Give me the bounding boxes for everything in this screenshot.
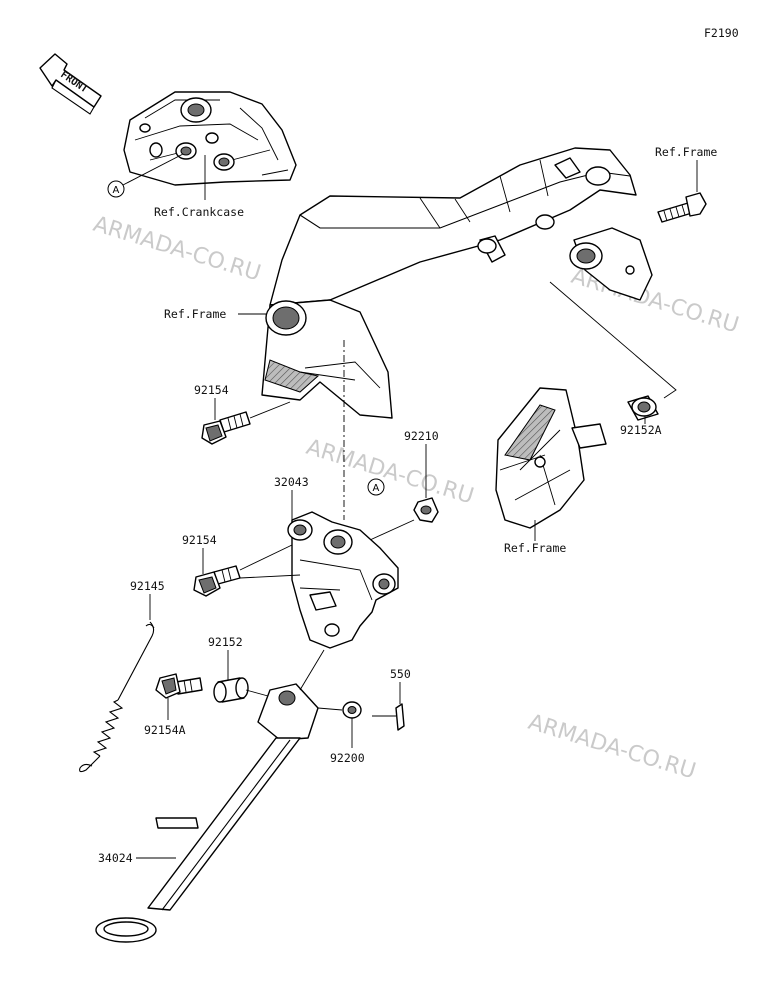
nut-92210: [413, 497, 439, 523]
part-label-92210: 92210: [404, 429, 439, 443]
ref-crankcase-label: Ref.Crankcase: [154, 205, 244, 219]
frame-main: [261, 147, 653, 419]
part-label-34024: 34024: [98, 851, 133, 865]
frame-bracket-right: [495, 387, 607, 529]
part-label-550: 550: [390, 667, 411, 681]
part-label-92154a: 92154A: [144, 723, 186, 737]
part-label-92152a: 92152A: [620, 423, 662, 437]
svg-text:A: A: [113, 185, 120, 196]
watermark: ARMADA-CO.RU: [303, 435, 476, 510]
callout-a-top: A: [107, 180, 125, 198]
watermark: ARMADA-CO.RU: [525, 710, 698, 785]
figure-code: F2190: [704, 26, 739, 40]
part-label-32043: 32043: [274, 475, 309, 489]
ref-frame-bracket-label: Ref.Frame: [504, 541, 566, 555]
bolt-92154-upper: [201, 411, 251, 445]
watermark: ARMADA-CO.RU: [90, 212, 263, 287]
ref-frame-left-label: Ref.Frame: [164, 307, 226, 321]
bolt-92154-middle: [193, 565, 241, 597]
callout-a-middle: A: [367, 478, 385, 496]
part-label-92145: 92145: [130, 579, 165, 593]
spring-92145: [79, 621, 155, 773]
side-stand-34024: [95, 683, 319, 943]
svg-text:A: A: [373, 483, 380, 494]
crankcase-outline: [123, 91, 297, 186]
part-label-92200: 92200: [330, 751, 365, 765]
bolt-92154a: [155, 673, 203, 699]
washer-92200: [342, 701, 362, 719]
collar-92152a: [627, 395, 659, 421]
part-label-92152: 92152: [208, 635, 243, 649]
collar-92152: [213, 677, 249, 703]
bracket-32043: [287, 511, 399, 649]
part-label-92154-middle: 92154: [182, 533, 217, 547]
cotter-pin-550: [372, 703, 405, 731]
ref-frame-top-right-label: Ref.Frame: [655, 145, 717, 159]
front-arrow-icon: FRONT: [39, 53, 102, 115]
part-label-92154-upper: 92154: [194, 383, 229, 397]
frame-bolt-top-right: [657, 192, 707, 223]
